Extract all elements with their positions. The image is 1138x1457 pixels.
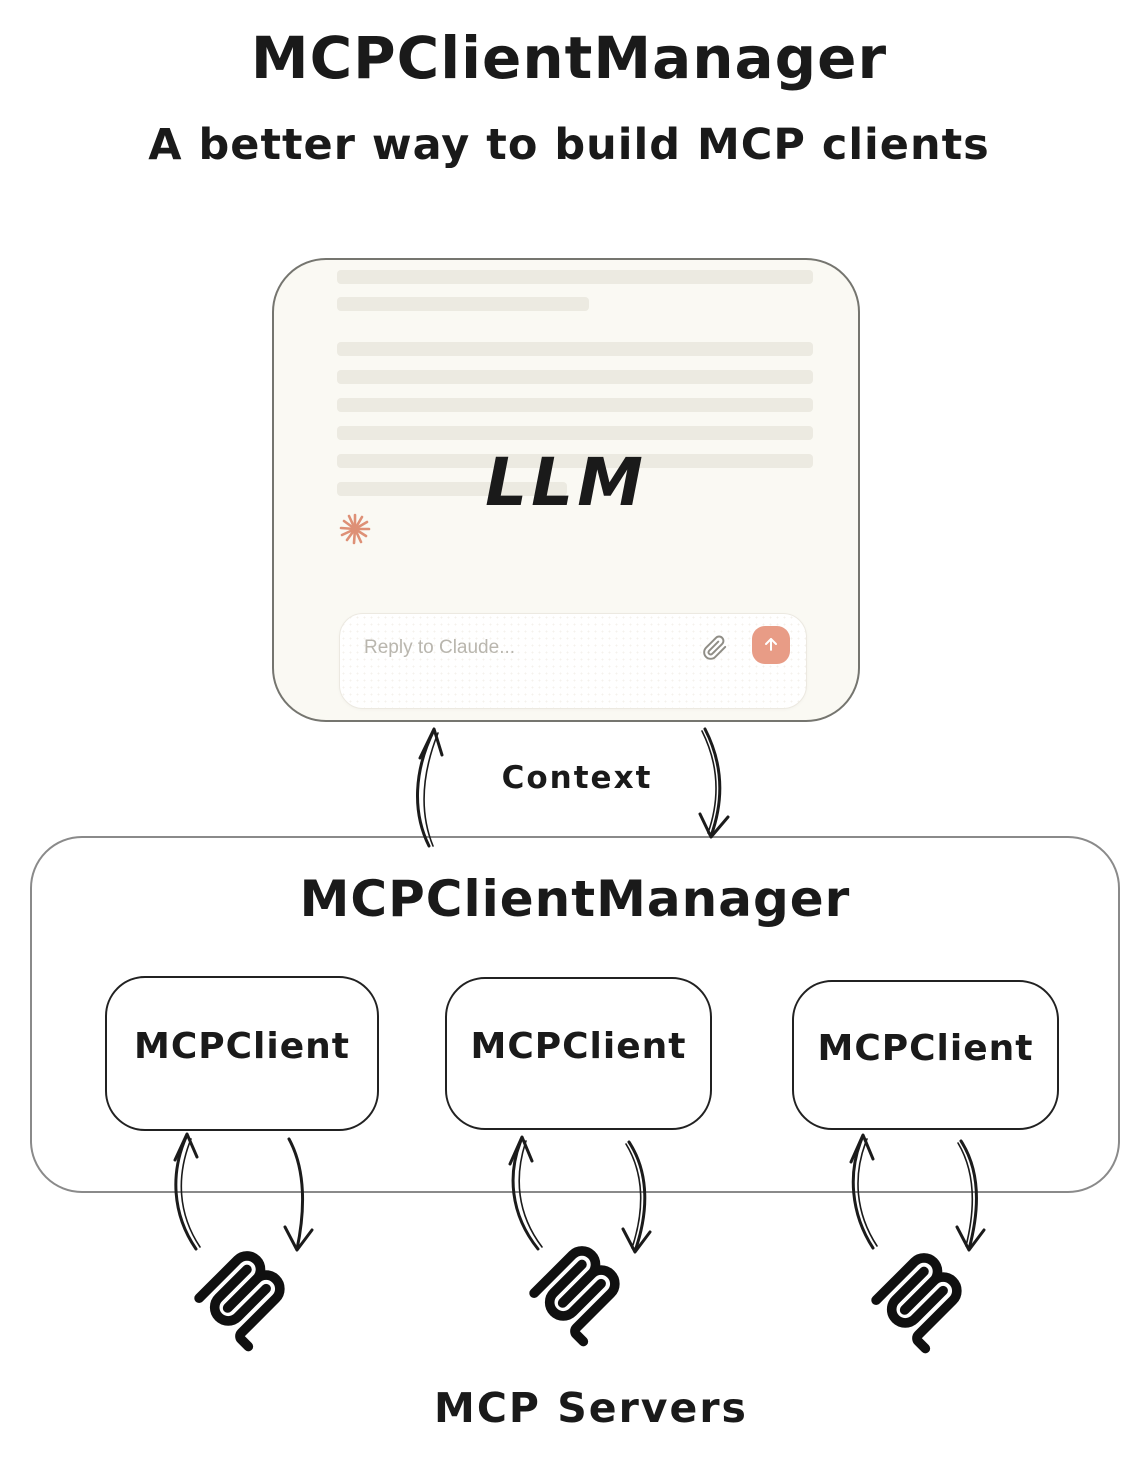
manager-title: MCPClientManager xyxy=(299,870,851,928)
mcp-server-icon-3 xyxy=(862,1245,972,1355)
reply-input[interactable] xyxy=(364,630,664,666)
skeleton-line xyxy=(337,297,589,311)
skeleton-line xyxy=(337,426,813,440)
page-subtitle: A better way to build MCP clients xyxy=(148,120,990,170)
llm-window: LLM xyxy=(272,258,860,722)
send-button[interactable] xyxy=(752,626,790,664)
mcp-servers-label: MCP Servers xyxy=(434,1384,748,1432)
skeleton-line xyxy=(337,270,813,284)
context-label: Context xyxy=(501,760,653,796)
mcp-client-box-2: MCPClient xyxy=(445,977,712,1130)
skeleton-line xyxy=(337,454,813,468)
llm-label: LLM xyxy=(485,444,647,521)
mcp-client-manager-box: MCPClientManager MCPClient MCPClient MCP… xyxy=(30,836,1120,1193)
skeleton-line xyxy=(337,482,567,496)
mcp-client-label: MCPClient xyxy=(134,1026,350,1067)
mcp-client-label: MCPClient xyxy=(817,1027,1034,1069)
mcp-server-icon-2 xyxy=(520,1238,630,1348)
chat-input-card xyxy=(339,613,807,709)
skeleton-line xyxy=(337,342,813,356)
arrow-up-icon xyxy=(761,634,781,657)
mcp-client-label: MCPClient xyxy=(470,1026,687,1067)
paperclip-icon[interactable] xyxy=(702,635,728,661)
skeleton-line xyxy=(337,398,813,412)
claude-starburst-icon xyxy=(338,512,372,546)
mcp-server-icon-1 xyxy=(185,1243,295,1353)
page-title: MCPClientManager xyxy=(250,24,888,92)
mcp-client-box-1: MCPClient xyxy=(105,976,379,1131)
mcp-client-box-3: MCPClient xyxy=(792,980,1059,1130)
skeleton-line xyxy=(337,370,813,384)
